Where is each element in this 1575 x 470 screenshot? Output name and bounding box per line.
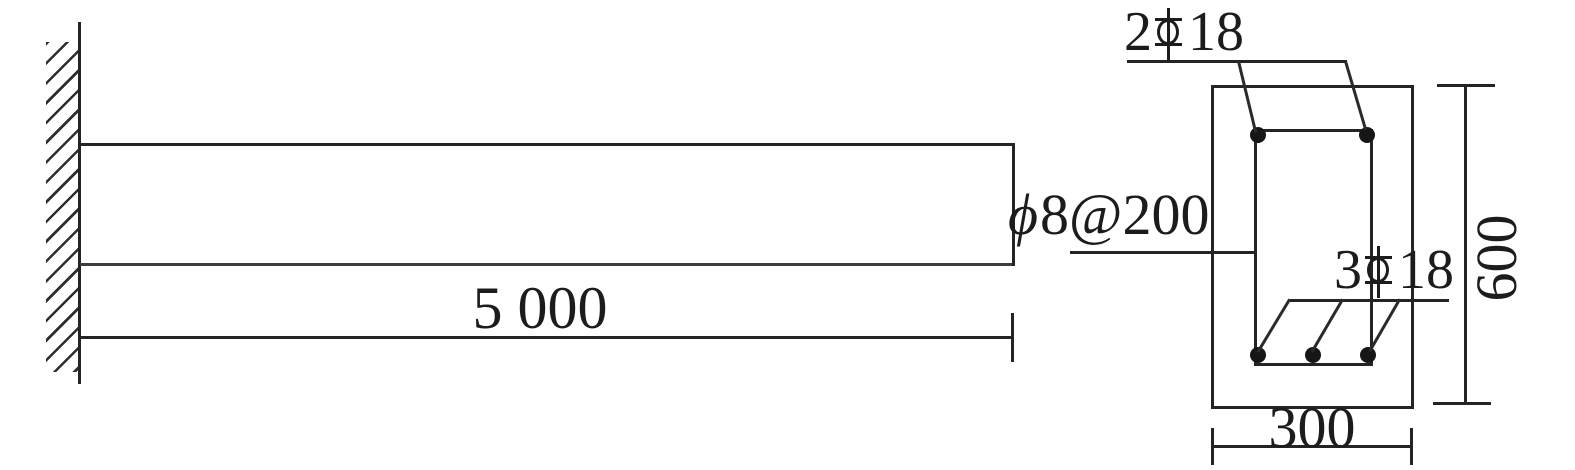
stirrup-label: ϕ8@200 <box>1008 186 1209 244</box>
bottom-bars-leader-underline <box>1290 299 1449 302</box>
top-bars-diameter: 18 <box>1188 1 1244 63</box>
span-dimension-line <box>80 336 1013 339</box>
rebar-grade-icon <box>1365 246 1395 298</box>
beam-top-edge <box>80 143 1015 146</box>
section-concrete-outline <box>1211 85 1414 409</box>
rebar-grade-icon <box>1155 8 1185 60</box>
height-dimension-bottom-tick <box>1433 402 1491 405</box>
bottom-rebar-dot-middle <box>1305 347 1321 363</box>
bottom-rebar-dot-right <box>1360 347 1376 363</box>
height-dimension-label: 600 <box>1464 214 1529 302</box>
beam-right-edge <box>1012 143 1015 266</box>
section-stirrup-outline <box>1254 129 1373 366</box>
bottom-bars-label: 3 18 <box>1334 239 1454 301</box>
top-bars-count: 2 <box>1124 1 1152 63</box>
width-dimension-left-tick <box>1211 428 1214 465</box>
height-dimension-top-tick <box>1437 84 1495 87</box>
bottom-rebar-dot-left <box>1250 347 1266 363</box>
top-bars-leader-underline <box>1127 60 1347 63</box>
height-dimension-line <box>1464 86 1467 405</box>
width-dimension-right-tick <box>1410 428 1413 465</box>
bottom-bars-count: 3 <box>1334 239 1362 301</box>
fixed-support-hatching <box>46 42 79 372</box>
span-dimension-end-tick <box>1011 313 1014 362</box>
italic-phi-icon: ϕ <box>1008 182 1039 247</box>
width-dimension-line <box>1212 445 1412 448</box>
stirrup-leader-line <box>1070 251 1254 254</box>
top-rebar-dot-right <box>1359 127 1375 143</box>
top-bars-label: 2 18 <box>1124 1 1244 63</box>
fixed-support-wall-line <box>78 22 81 384</box>
width-dimension-label: 300 <box>1268 395 1356 460</box>
top-rebar-dot-left <box>1250 127 1266 143</box>
stirrup-spec-text: 8@200 <box>1040 182 1210 247</box>
bottom-bars-diameter: 18 <box>1398 239 1454 301</box>
beam-bottom-edge <box>80 263 1015 266</box>
span-dimension-label: 5 000 <box>472 275 608 341</box>
